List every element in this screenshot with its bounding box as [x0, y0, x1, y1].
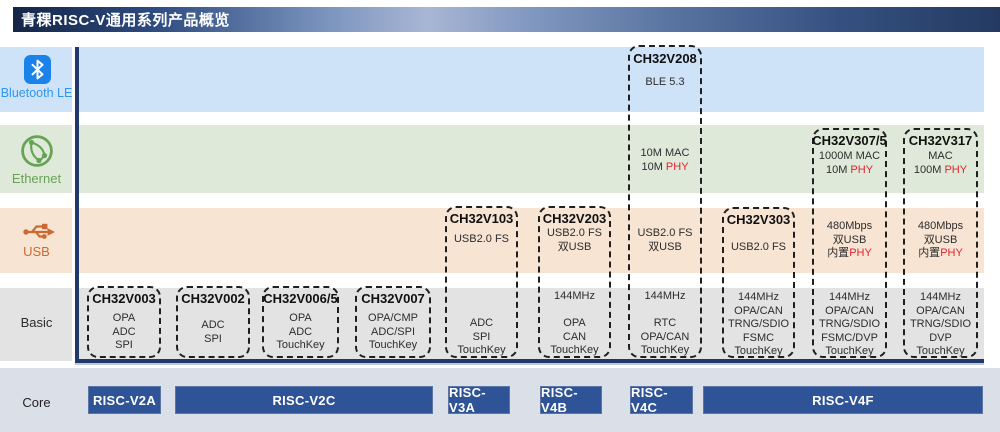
chip-features-bluetooth: BLE 5.3 [645, 76, 685, 88]
chip-title: CH32V103 [449, 211, 514, 226]
axis-gap [72, 45, 75, 365]
chip-title: CH32V006/5 [263, 291, 338, 306]
band-usb [0, 208, 984, 273]
row-label-core: Core [22, 395, 51, 410]
chip-title: CH32V007 [361, 291, 425, 306]
band-bluetooth [0, 47, 984, 112]
x-axis-line [75, 359, 984, 363]
row-label-basic: Basic [20, 315, 53, 330]
core-bar-risc-v4b: RISC-V4B [540, 385, 602, 415]
core-bar-risc-v2a: RISC-V2A [88, 386, 161, 414]
chip-features-usb: USB2.0 FS [453, 233, 510, 245]
chip-title: CH32V307/5 [812, 133, 887, 148]
core-bar-risc-v3a: RISC-V3A [448, 385, 510, 415]
row-label-ethernet: Ethernet [11, 171, 62, 186]
core-bar-risc-v4f: RISC-V4F [703, 386, 983, 414]
page-title: 青稞RISC-V通用系列产品概览 [21, 12, 230, 29]
chip-title: CH32V303 [726, 212, 791, 227]
chip-title: CH32V003 [92, 291, 156, 306]
x-axis-highlight [75, 363, 984, 365]
chip-title: CH32V208 [633, 51, 697, 66]
chip-features-usb: USB2.0 FS [730, 241, 787, 253]
core-bar-risc-v2c: RISC-V2C [175, 386, 433, 414]
ethernet-icon [19, 133, 55, 174]
chip-features-basic: 144MHz [554, 290, 595, 302]
chip-title: CH32V203 [542, 211, 607, 226]
chip-features-basic: 144MHz [644, 290, 686, 302]
row-label-usb: USB [23, 244, 50, 259]
chip-title: CH32V002 [181, 291, 245, 306]
bluetooth-icon [24, 55, 51, 89]
row-label-bluetooth: Bluetooth LE [0, 86, 73, 100]
page-title-bar: 青稞RISC-V通用系列产品概览 [13, 7, 1000, 32]
chip-title: CH32V317 [908, 133, 973, 148]
usb-icon [23, 219, 55, 246]
y-axis-line [75, 47, 79, 362]
core-bar-risc-v4c: RISC-V4C [630, 385, 693, 415]
